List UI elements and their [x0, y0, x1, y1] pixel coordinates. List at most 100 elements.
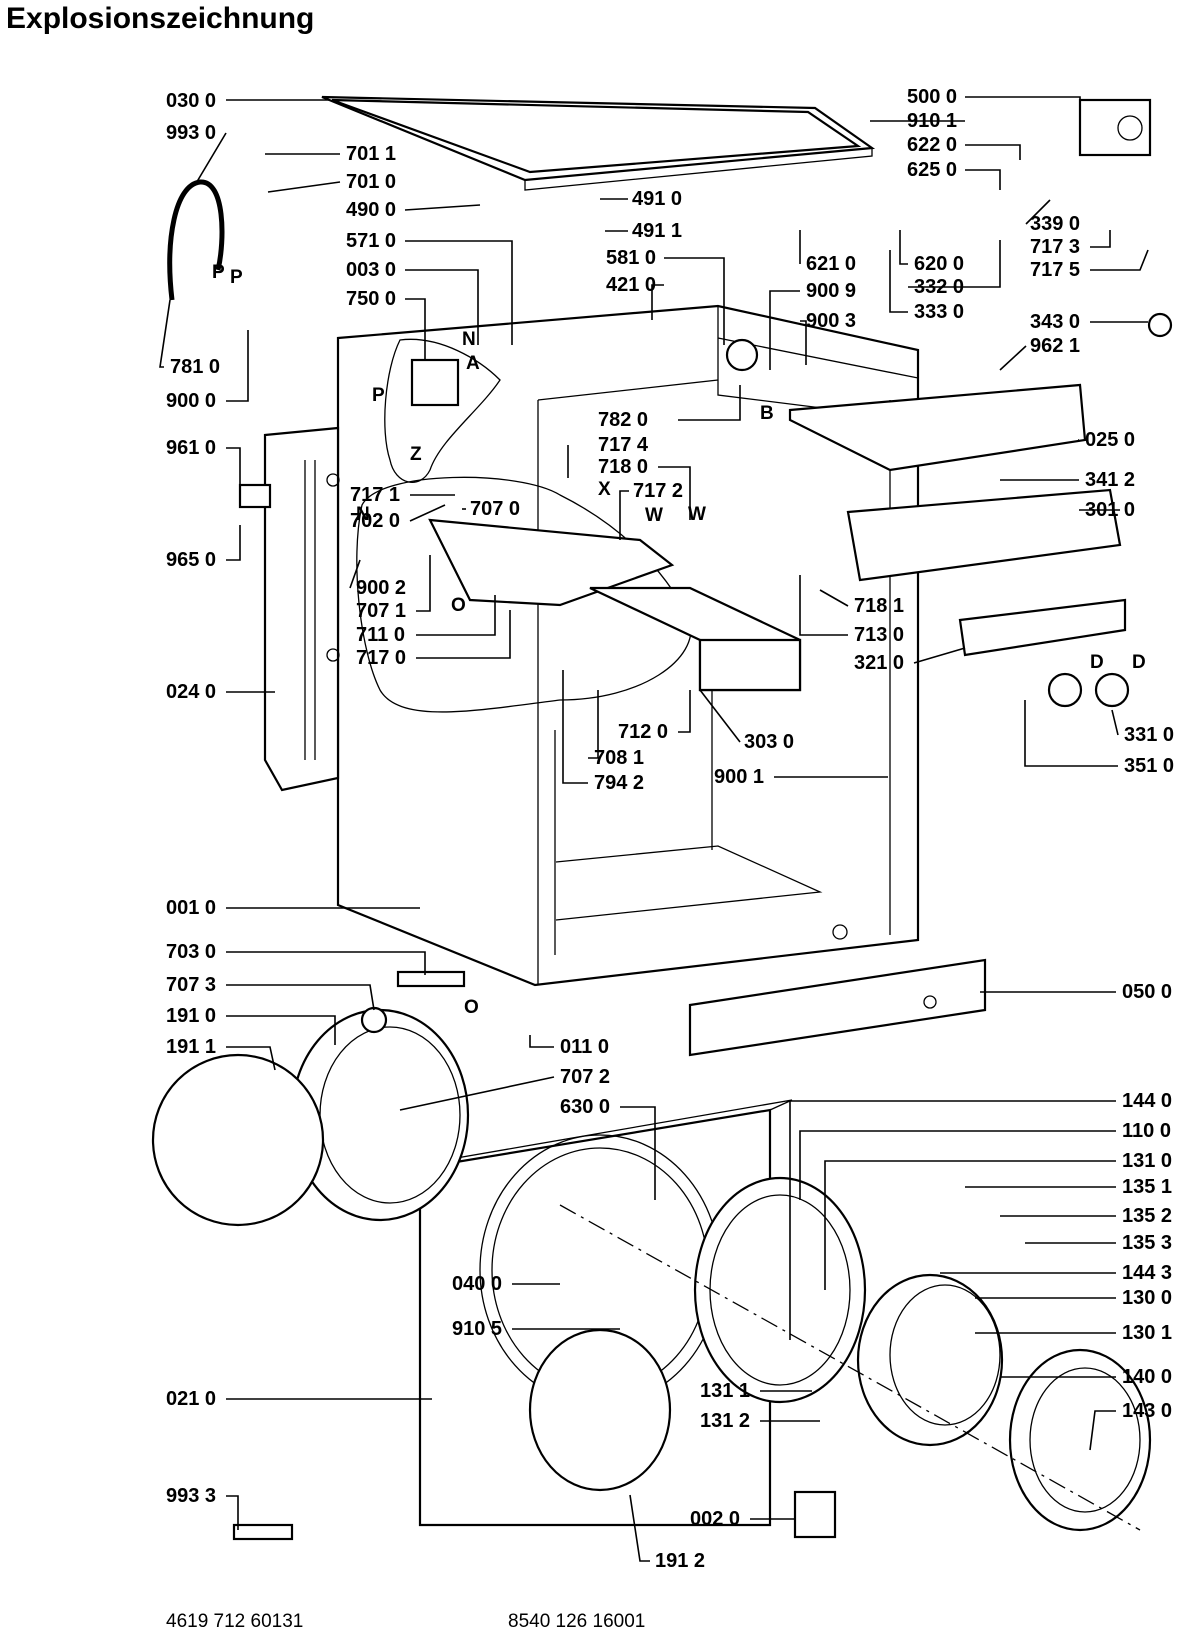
part-label: 021 0: [166, 1388, 216, 1410]
part-label: 130 1: [1122, 1322, 1172, 1344]
part-label: 143 0: [1122, 1400, 1172, 1422]
top-cover-part: [321, 95, 876, 191]
leader-line: [529, 1035, 554, 1048]
leader-line: [562, 670, 588, 784]
part-label: 333 0: [914, 301, 964, 323]
hose-part: [167, 179, 225, 301]
leader-line: [799, 1130, 1116, 1200]
leader-line: [416, 610, 511, 659]
part-label: 712 0: [618, 721, 668, 743]
leader-line: [965, 144, 1021, 160]
letter-callout: O: [464, 997, 479, 1018]
assembly-axis-line: [559, 1204, 1141, 1531]
part-label: 718 1: [854, 595, 904, 617]
leader-line: [699, 689, 741, 743]
part-label: 011 0: [560, 1036, 609, 1058]
page-title: Explosionszeichnung: [6, 2, 315, 35]
leader-line: [405, 240, 513, 345]
leader-line: [194, 132, 227, 186]
leader-line: [899, 230, 908, 265]
filter-cover-part: [793, 1490, 837, 1539]
part-label: 620 0: [914, 253, 964, 275]
part-label: 717 2: [633, 480, 683, 502]
part-label: 321 0: [854, 652, 904, 674]
part-label: 140 0: [1122, 1366, 1172, 1388]
leader-line: [619, 490, 629, 540]
leader-line: [159, 299, 171, 368]
part-label: 144 0: [1122, 1090, 1172, 1112]
bottom-plinth-part: [688, 958, 987, 1057]
leader-line: [651, 284, 664, 320]
part-label: 144 3: [1122, 1262, 1172, 1284]
leader-line: [416, 555, 431, 612]
part-label: 707 3: [166, 974, 216, 996]
part-label: 351 0: [1124, 755, 1174, 777]
part-label: 707 1: [356, 600, 406, 622]
letter-callout: W: [645, 505, 663, 526]
lamp-part: [1147, 312, 1173, 338]
fascia-label-part: [958, 598, 1127, 657]
part-label: 490 0: [346, 199, 396, 221]
leader-line: [1111, 709, 1119, 736]
part-label: 191 2: [655, 1550, 705, 1572]
letter-callout: P: [230, 267, 243, 288]
part-label: 717 5: [1030, 259, 1080, 281]
letter-callout: W: [688, 504, 706, 525]
drawing-number-center: 8540 126 16001: [508, 1611, 646, 1632]
leader-line: [1090, 230, 1111, 248]
knob-part-1: [1047, 672, 1083, 708]
part-label: 701 0: [346, 171, 396, 193]
leader-line: [819, 589, 849, 607]
letter-callout: N: [356, 504, 370, 525]
part-label: 135 2: [1122, 1205, 1172, 1227]
leader-line: [409, 504, 446, 522]
part-label: 131 1: [700, 1380, 750, 1402]
leader-lines: [159, 96, 1149, 1562]
drawer-handle-part: [698, 638, 802, 692]
leader-line: [678, 385, 741, 421]
part-label: 708 1: [594, 747, 644, 769]
part-label: 717 1: [350, 484, 400, 506]
inner-door-part: [528, 1328, 672, 1492]
leader-line: [629, 1494, 650, 1562]
leader-line: [889, 250, 908, 313]
letter-callout: O: [451, 595, 466, 616]
part-label: 910 1: [907, 110, 957, 132]
leader-line: [226, 1495, 239, 1530]
letter-callout: A: [466, 353, 480, 374]
leader-line: [1025, 199, 1051, 225]
leader-line: [769, 290, 800, 370]
inlet-valve-part: [410, 358, 460, 407]
part-label: 024 0: [166, 681, 216, 703]
door-glass-bowl-part: [856, 1273, 1004, 1447]
leader-line: [588, 690, 599, 759]
part-label: 421 0: [606, 274, 656, 296]
door-seal-part: [151, 1053, 325, 1227]
part-label: 135 1: [1122, 1176, 1172, 1198]
part-label: 581 0: [606, 247, 656, 269]
part-label: 900 0: [166, 390, 216, 412]
part-label: 707 2: [560, 1066, 610, 1088]
part-label: 707 0: [470, 498, 520, 520]
part-label: 961 0: [166, 437, 216, 459]
inlet-outline: [384, 338, 501, 483]
part-label: 491 1: [632, 220, 682, 242]
part-label: 750 0: [346, 288, 396, 310]
part-label: 900 2: [356, 577, 406, 599]
leader-line: [999, 345, 1027, 371]
part-label: 339 0: [1030, 213, 1080, 235]
drawing-number-left: 4619 712 60131: [166, 1611, 304, 1632]
letter-callout: X: [598, 479, 611, 500]
leader-line: [226, 1015, 336, 1045]
part-label: 717 4: [598, 434, 649, 456]
part-label: 711 0: [356, 624, 405, 646]
part-label: 191 0: [166, 1005, 216, 1027]
leader-line: [405, 269, 479, 345]
part-label: 965 0: [166, 549, 216, 571]
part-label: 900 1: [714, 766, 764, 788]
leader-line: [800, 320, 807, 365]
letter-callout: D: [1132, 652, 1146, 673]
leader-line: [664, 257, 725, 345]
part-label: 030 0: [166, 90, 216, 112]
leader-line: [405, 298, 426, 360]
